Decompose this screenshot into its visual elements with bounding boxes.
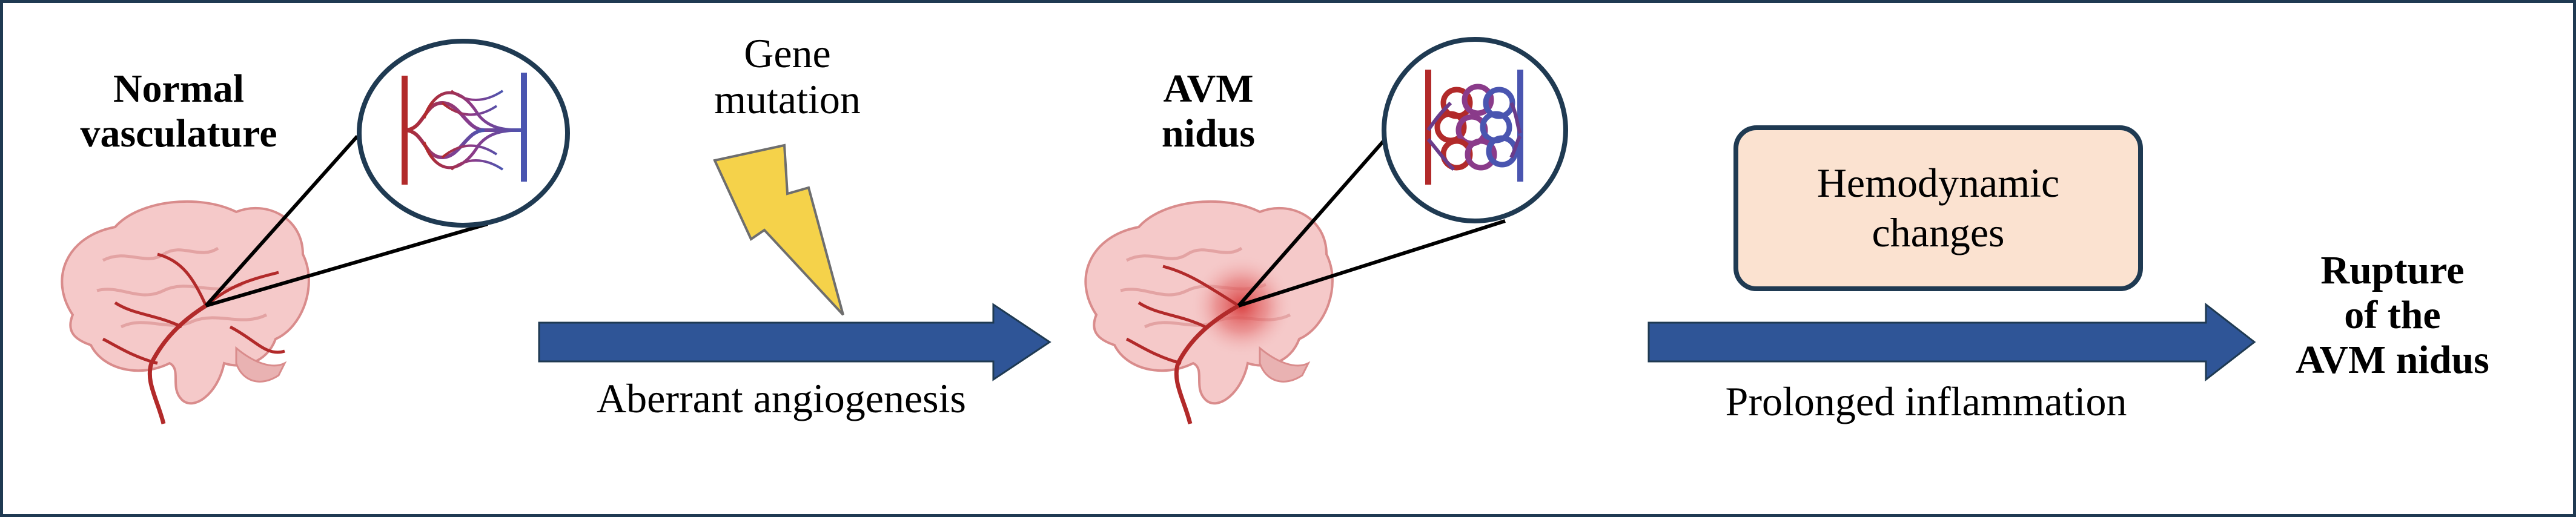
label-normal-line2: vasculature	[80, 111, 277, 156]
brain-avm-icon	[1084, 200, 1334, 424]
hemodynamic-changes-box: Hemodynamic changes	[1733, 125, 2143, 291]
rupture-line1: Rupture	[2320, 248, 2465, 292]
brain-normal-icon	[61, 200, 310, 424]
label-prolonged-inflammation: Prolonged inflammation	[1725, 378, 2127, 424]
zoom-line-upper	[1237, 129, 1395, 307]
lightning-icon	[713, 143, 844, 316]
label-normal-vasculature: Normal vasculature	[48, 67, 309, 156]
zoom-line-lower	[205, 222, 488, 308]
label-avm-line1: AVM	[1163, 67, 1254, 111]
arrow-aberrant-angiogenesis	[538, 303, 1051, 381]
label-gene-line1: Gene	[744, 30, 831, 76]
label-avm-nidus: AVM nidus	[1121, 67, 1296, 156]
zoom-line-lower	[1238, 219, 1506, 308]
hemo-line2: changes	[1872, 209, 2005, 255]
zoom-line-upper	[204, 135, 359, 307]
hemo-line1: Hemodynamic	[1816, 160, 2060, 206]
label-aberrant-angiogenesis: Aberrant angiogenesis	[597, 375, 966, 421]
label-rupture-avm-nidus: Rupture of the AVM nidus	[2262, 248, 2523, 383]
rupture-line2: of the	[2344, 292, 2441, 337]
label-gene-mutation: Gene mutation	[697, 30, 878, 122]
vessel-nidus-icon	[1382, 37, 1568, 223]
hemodynamic-changes-text: Hemodynamic changes	[1817, 159, 2059, 257]
rupture-line3: AVM nidus	[2296, 337, 2489, 382]
label-normal-line1: Normal	[113, 67, 245, 111]
label-gene-line2: mutation	[714, 76, 861, 123]
vessel-network-normal-icon	[357, 39, 570, 228]
label-avm-line2: nidus	[1161, 111, 1256, 156]
arrow-prolonged-inflammation	[1647, 302, 2256, 382]
